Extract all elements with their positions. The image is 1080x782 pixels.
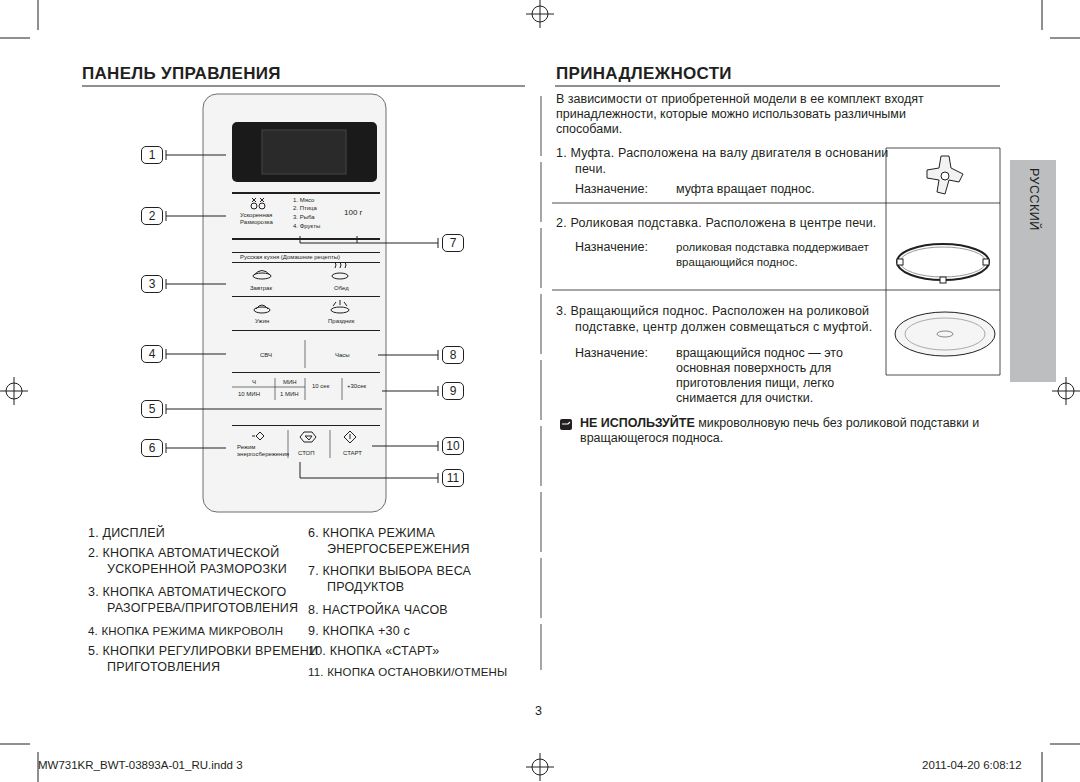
list-item: 10. КНОПКА «СТАРТ» [308, 644, 542, 660]
list-item: 4. КНОПКА РЕЖИМА МИКРОВОЛН [88, 624, 327, 640]
accessory-item: 3. Вращающийся поднос. Расположен на рол… [556, 304, 905, 335]
button-label: Режим энергосбережения [237, 444, 281, 458]
accessory-item: 2. Роликовая подставка. Расположена в це… [556, 216, 1015, 232]
button-label: 10 сек [312, 383, 329, 390]
button-label: Ужин [255, 318, 269, 325]
callout-text: 8 [450, 348, 457, 362]
callout-text: 11 [447, 471, 459, 485]
section-heading: ПАНЕЛЬ УПРАВЛЕНИЯ [82, 64, 281, 84]
warning-note: НЕ ИСПОЛЬЗУЙТЕ микроволновую печь без ро… [580, 416, 1000, 446]
button-label: СТОП [298, 450, 315, 457]
warning-strong: НЕ ИСПОЛЬЗУЙТЕ [580, 416, 695, 430]
list-item: 2. КНОПКА АВТОМАТИЧЕСКОЙ УСКОРЕННОЙ РАЗМ… [88, 546, 322, 577]
list-item: 1. ДИСПЛЕЙ [88, 526, 317, 542]
list-item: 5. КНОПКИ РЕГУЛИРОВКИ ВРЕМЕНИ ПРИГОТОВЛЕ… [88, 644, 322, 675]
weight-label: 100 г [344, 208, 363, 217]
purpose-text: вращающийся поднос — это основная поверх… [676, 346, 881, 406]
callout-number: 11 [442, 469, 464, 487]
list-item: 11. КНОПКА ОСТАНОВКИ/ОТМЕНЫ [308, 665, 552, 681]
callout-text: 9 [450, 384, 457, 398]
button-label: Часы [335, 352, 350, 359]
button-label: Праздник [328, 318, 354, 325]
button-label: +30сек [347, 383, 366, 390]
callout-text: 5 [149, 402, 156, 416]
section-band-label: Русская кухня (Домашние рецепты) [240, 254, 340, 261]
intro-text: В зависимости от приобретенной модели в … [556, 92, 956, 137]
button-label: Обед [334, 285, 349, 292]
button-label: МИН [283, 379, 297, 386]
menu-item: 4. Фрукты [293, 223, 320, 230]
list-item: 9. КНОПКА +30 с [308, 624, 542, 640]
accessory-item: 1. Муфта. Расположена на валу двигателя … [556, 146, 895, 177]
button-label: Ч [252, 379, 256, 386]
button-label: Завтрак [250, 285, 272, 292]
callout-number: 9 [442, 382, 464, 400]
footer-file: MW731KR_BWT-03893A-01_RU.indd 3 [38, 758, 243, 773]
callout-text: 10 [446, 439, 459, 453]
purpose-label: Назначение: [575, 346, 648, 361]
callout-number: 2 [141, 207, 163, 225]
page-number: 3 [535, 704, 542, 719]
callout-text: 4 [149, 347, 156, 361]
list-item: 7. КНОПКИ ВЫБОРА ВЕСА ПРОДУКТОВ [308, 564, 542, 595]
purpose-label: Назначение: [575, 182, 648, 197]
section-heading: ПРИНАДЛЕЖНОСТИ [556, 64, 732, 84]
button-label: Ускоренная Разморозка [240, 212, 282, 226]
tab-text: РУССКИЙ [1027, 168, 1041, 231]
callout-text: 2 [149, 209, 156, 223]
callout-number: 3 [141, 275, 163, 293]
footer-date: 2011-04-20 6:08:12 [922, 758, 1022, 773]
callout-text: 6 [149, 441, 156, 455]
callout-text: 1 [149, 148, 156, 162]
callout-text: 7 [450, 236, 457, 250]
callout-number: 6 [141, 439, 163, 457]
callout-number: 10 [442, 437, 464, 455]
purpose-label: Назначение: [575, 240, 648, 255]
button-label: СТАРТ [343, 450, 362, 457]
list-item: 3. КНОПКА АВТОМАТИЧЕСКОГО РАЗОГРЕВА/ПРИГ… [88, 585, 322, 616]
purpose-text: муфта вращает поднос. [676, 182, 815, 197]
purpose-text: роликовая подставка поддерживает вращающ… [676, 240, 886, 270]
menu-item: 1. Мясо [293, 197, 314, 204]
button-label: 10 МИН [238, 391, 260, 398]
callout-number: 5 [141, 400, 163, 418]
list-item: 6. КНОПКА РЕЖИМА ЭНЕРГОСБЕРЕЖЕНИЯ [308, 526, 542, 557]
menu-item: 2. Птица [293, 205, 317, 212]
button-label: 1 МИН [280, 391, 299, 398]
menu-item: 3. Рыба [293, 214, 315, 221]
callout-text: 3 [149, 277, 156, 291]
callout-number: 8 [442, 346, 464, 364]
list-item: 8. НАСТРОЙКА ЧАСОВ [308, 603, 542, 619]
callout-number: 4 [141, 345, 163, 363]
language-tab: РУССКИЙ [1010, 160, 1056, 382]
callout-number: 1 [141, 146, 163, 164]
callout-number: 7 [442, 234, 464, 252]
button-label: СВЧ [260, 352, 272, 359]
